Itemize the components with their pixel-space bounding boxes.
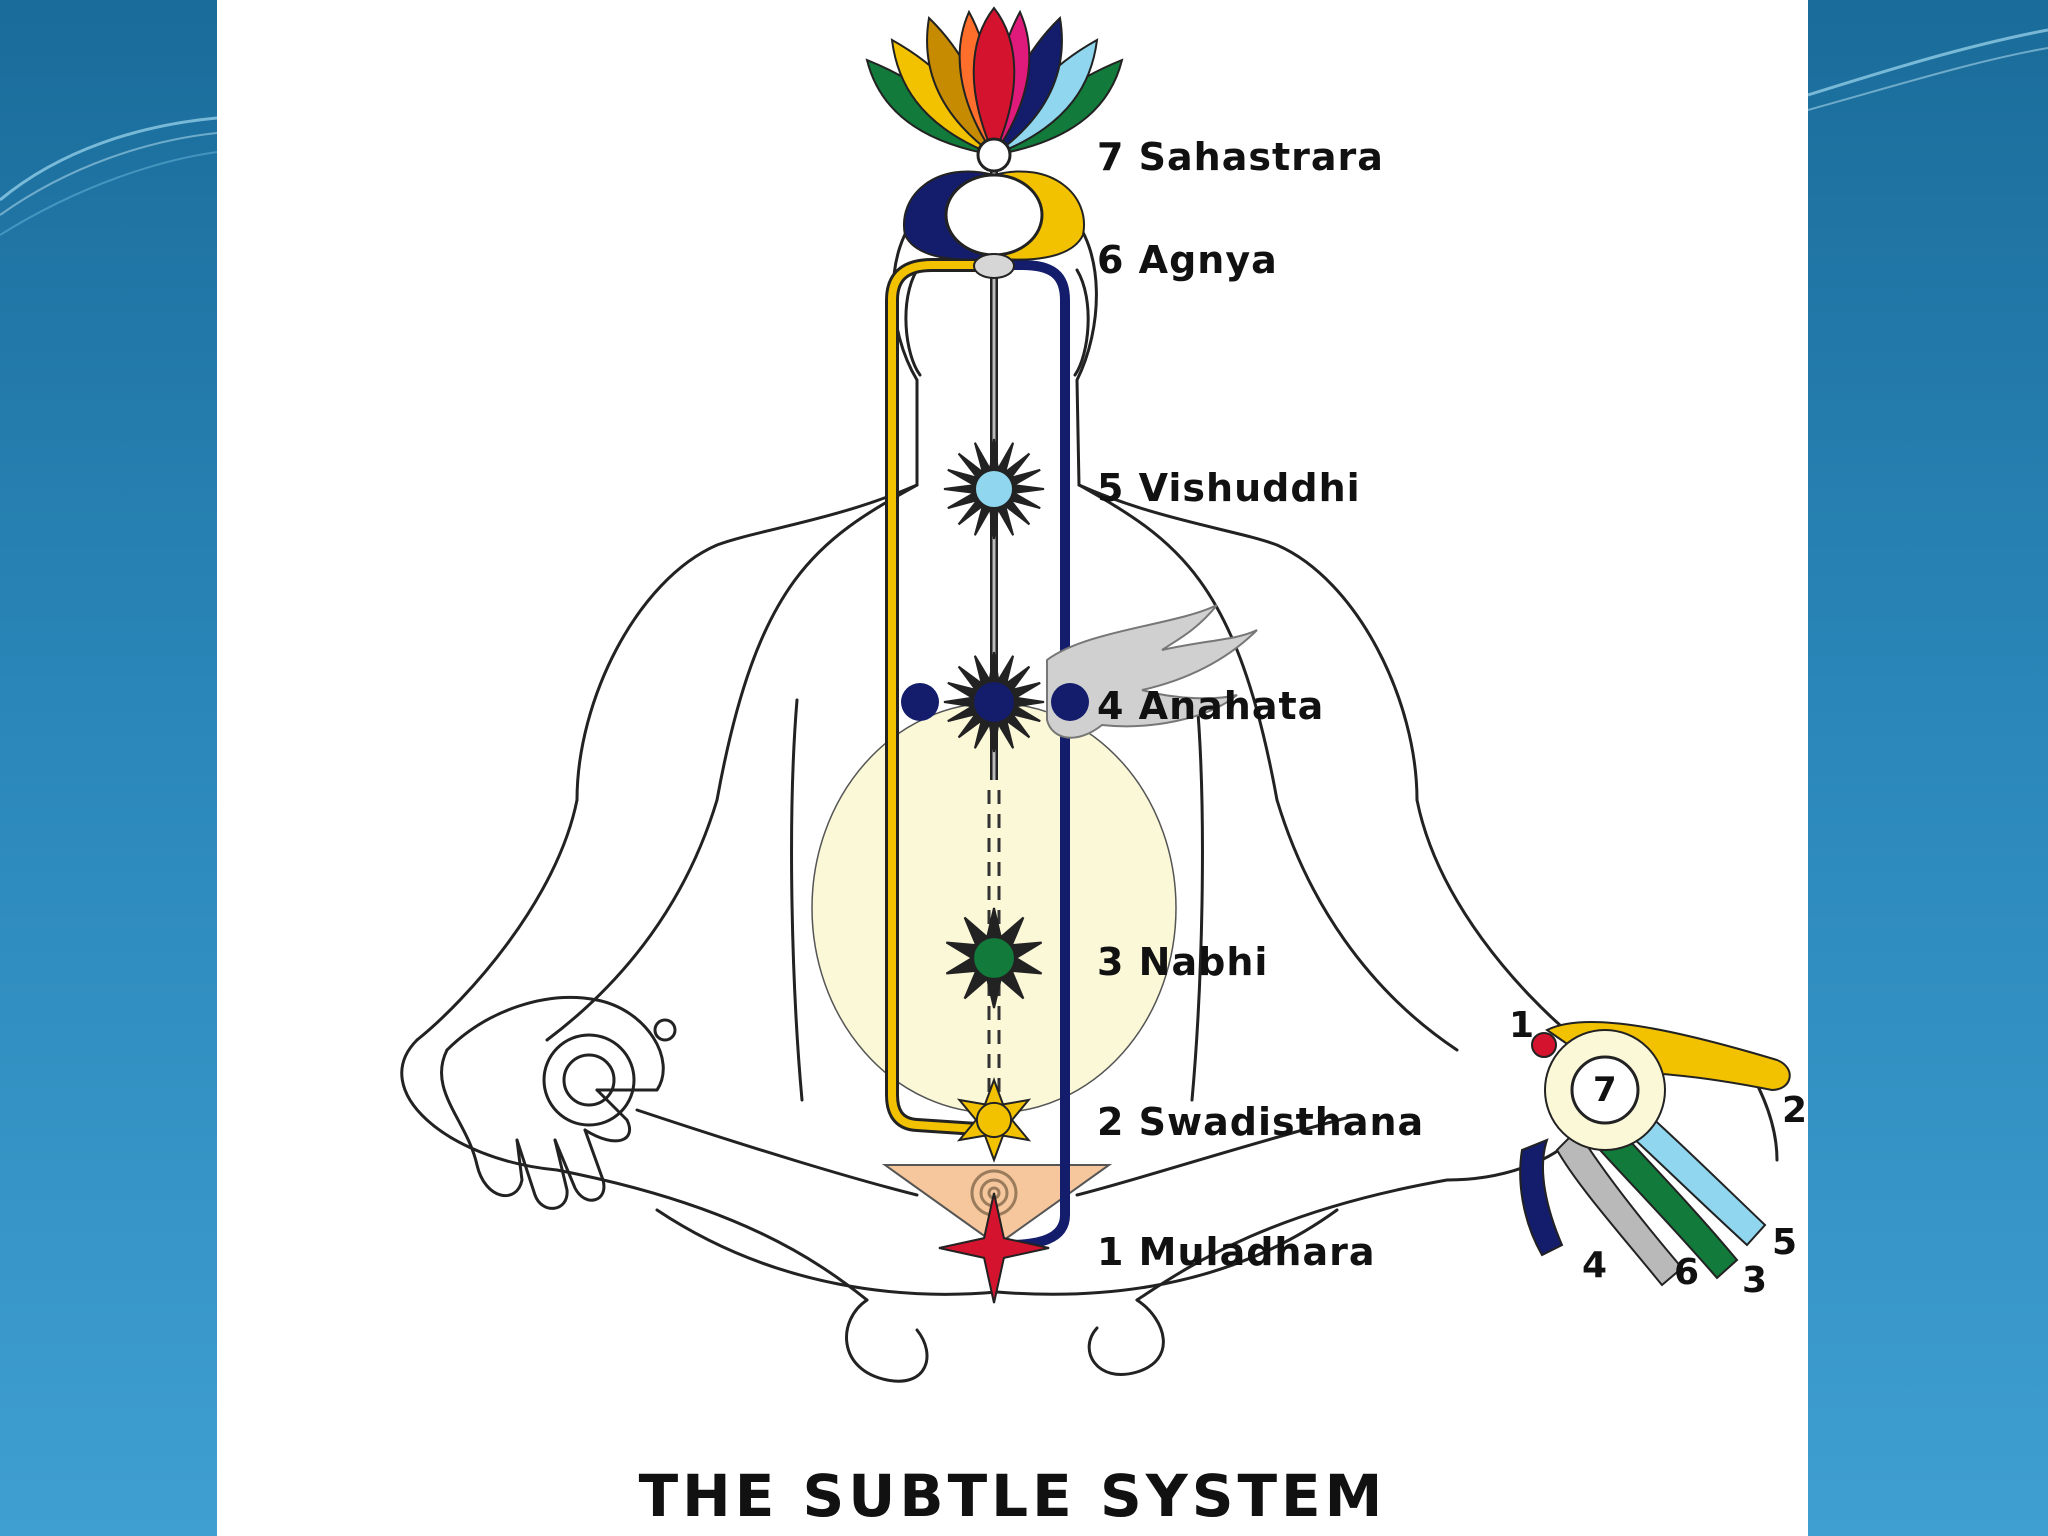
hand-number-4: 4 <box>1582 1245 1608 1286</box>
label-agnya: 6 Agnya <box>1097 238 1278 282</box>
agnya-lens <box>902 170 1086 279</box>
hand-number-5: 5 <box>1772 1222 1798 1263</box>
hand-number-6: 6 <box>1674 1252 1700 1293</box>
left-palm-chakra <box>542 1018 677 1127</box>
diagram-title: THE SUBTLE SYSTEM <box>638 1462 1387 1530</box>
swadisthana-star-core <box>975 1101 1013 1139</box>
right-channel <box>1006 260 1070 1250</box>
chakra-stars <box>938 438 1050 1304</box>
vishuddhi-star-core <box>974 469 1014 509</box>
nabhi-star-core <box>972 936 1016 980</box>
anahata-right-dot <box>1051 683 1089 721</box>
sahastrara-lotus <box>865 6 1124 173</box>
finger-ring-gray <box>1555 1128 1684 1287</box>
subtle-system-diagram <box>400 6 1791 1383</box>
right-hand-red-dot <box>1531 1032 1557 1058</box>
label-sahastrara: 7 Sahastrara <box>1097 135 1384 179</box>
right-palm-circle <box>1570 1055 1640 1125</box>
diagram-panel: 7 Sahastrara 6 Agnya 5 Vishuddhi 4 Anaha… <box>217 0 1808 1536</box>
label-vishuddhi: 5 Vishuddhi <box>1097 466 1361 510</box>
background-swoosh-right <box>1808 28 2048 111</box>
anahata-left-dot <box>901 683 939 721</box>
palm-number-7: 7 <box>1593 1070 1617 1110</box>
label-anahata: 4 Anahata <box>1097 684 1325 728</box>
hand-number-2: 2 <box>1782 1090 1808 1131</box>
hand-number-1: 1 <box>1509 1005 1535 1046</box>
label-nabhi: 3 Nabhi <box>1097 940 1269 984</box>
anahata-star-core <box>972 680 1016 724</box>
finger-little-navy <box>1519 1138 1564 1257</box>
background-swoosh-left <box>0 116 217 236</box>
label-muladhara: 1 Muladhara <box>1097 1230 1376 1274</box>
muladhara-star <box>938 1192 1050 1304</box>
hand-number-3: 3 <box>1742 1260 1768 1301</box>
right-hand <box>1519 1021 1791 1287</box>
body-outline <box>400 208 1779 1383</box>
label-swadisthana: 2 Swadisthana <box>1097 1100 1425 1144</box>
anahata-wing <box>1046 604 1258 739</box>
